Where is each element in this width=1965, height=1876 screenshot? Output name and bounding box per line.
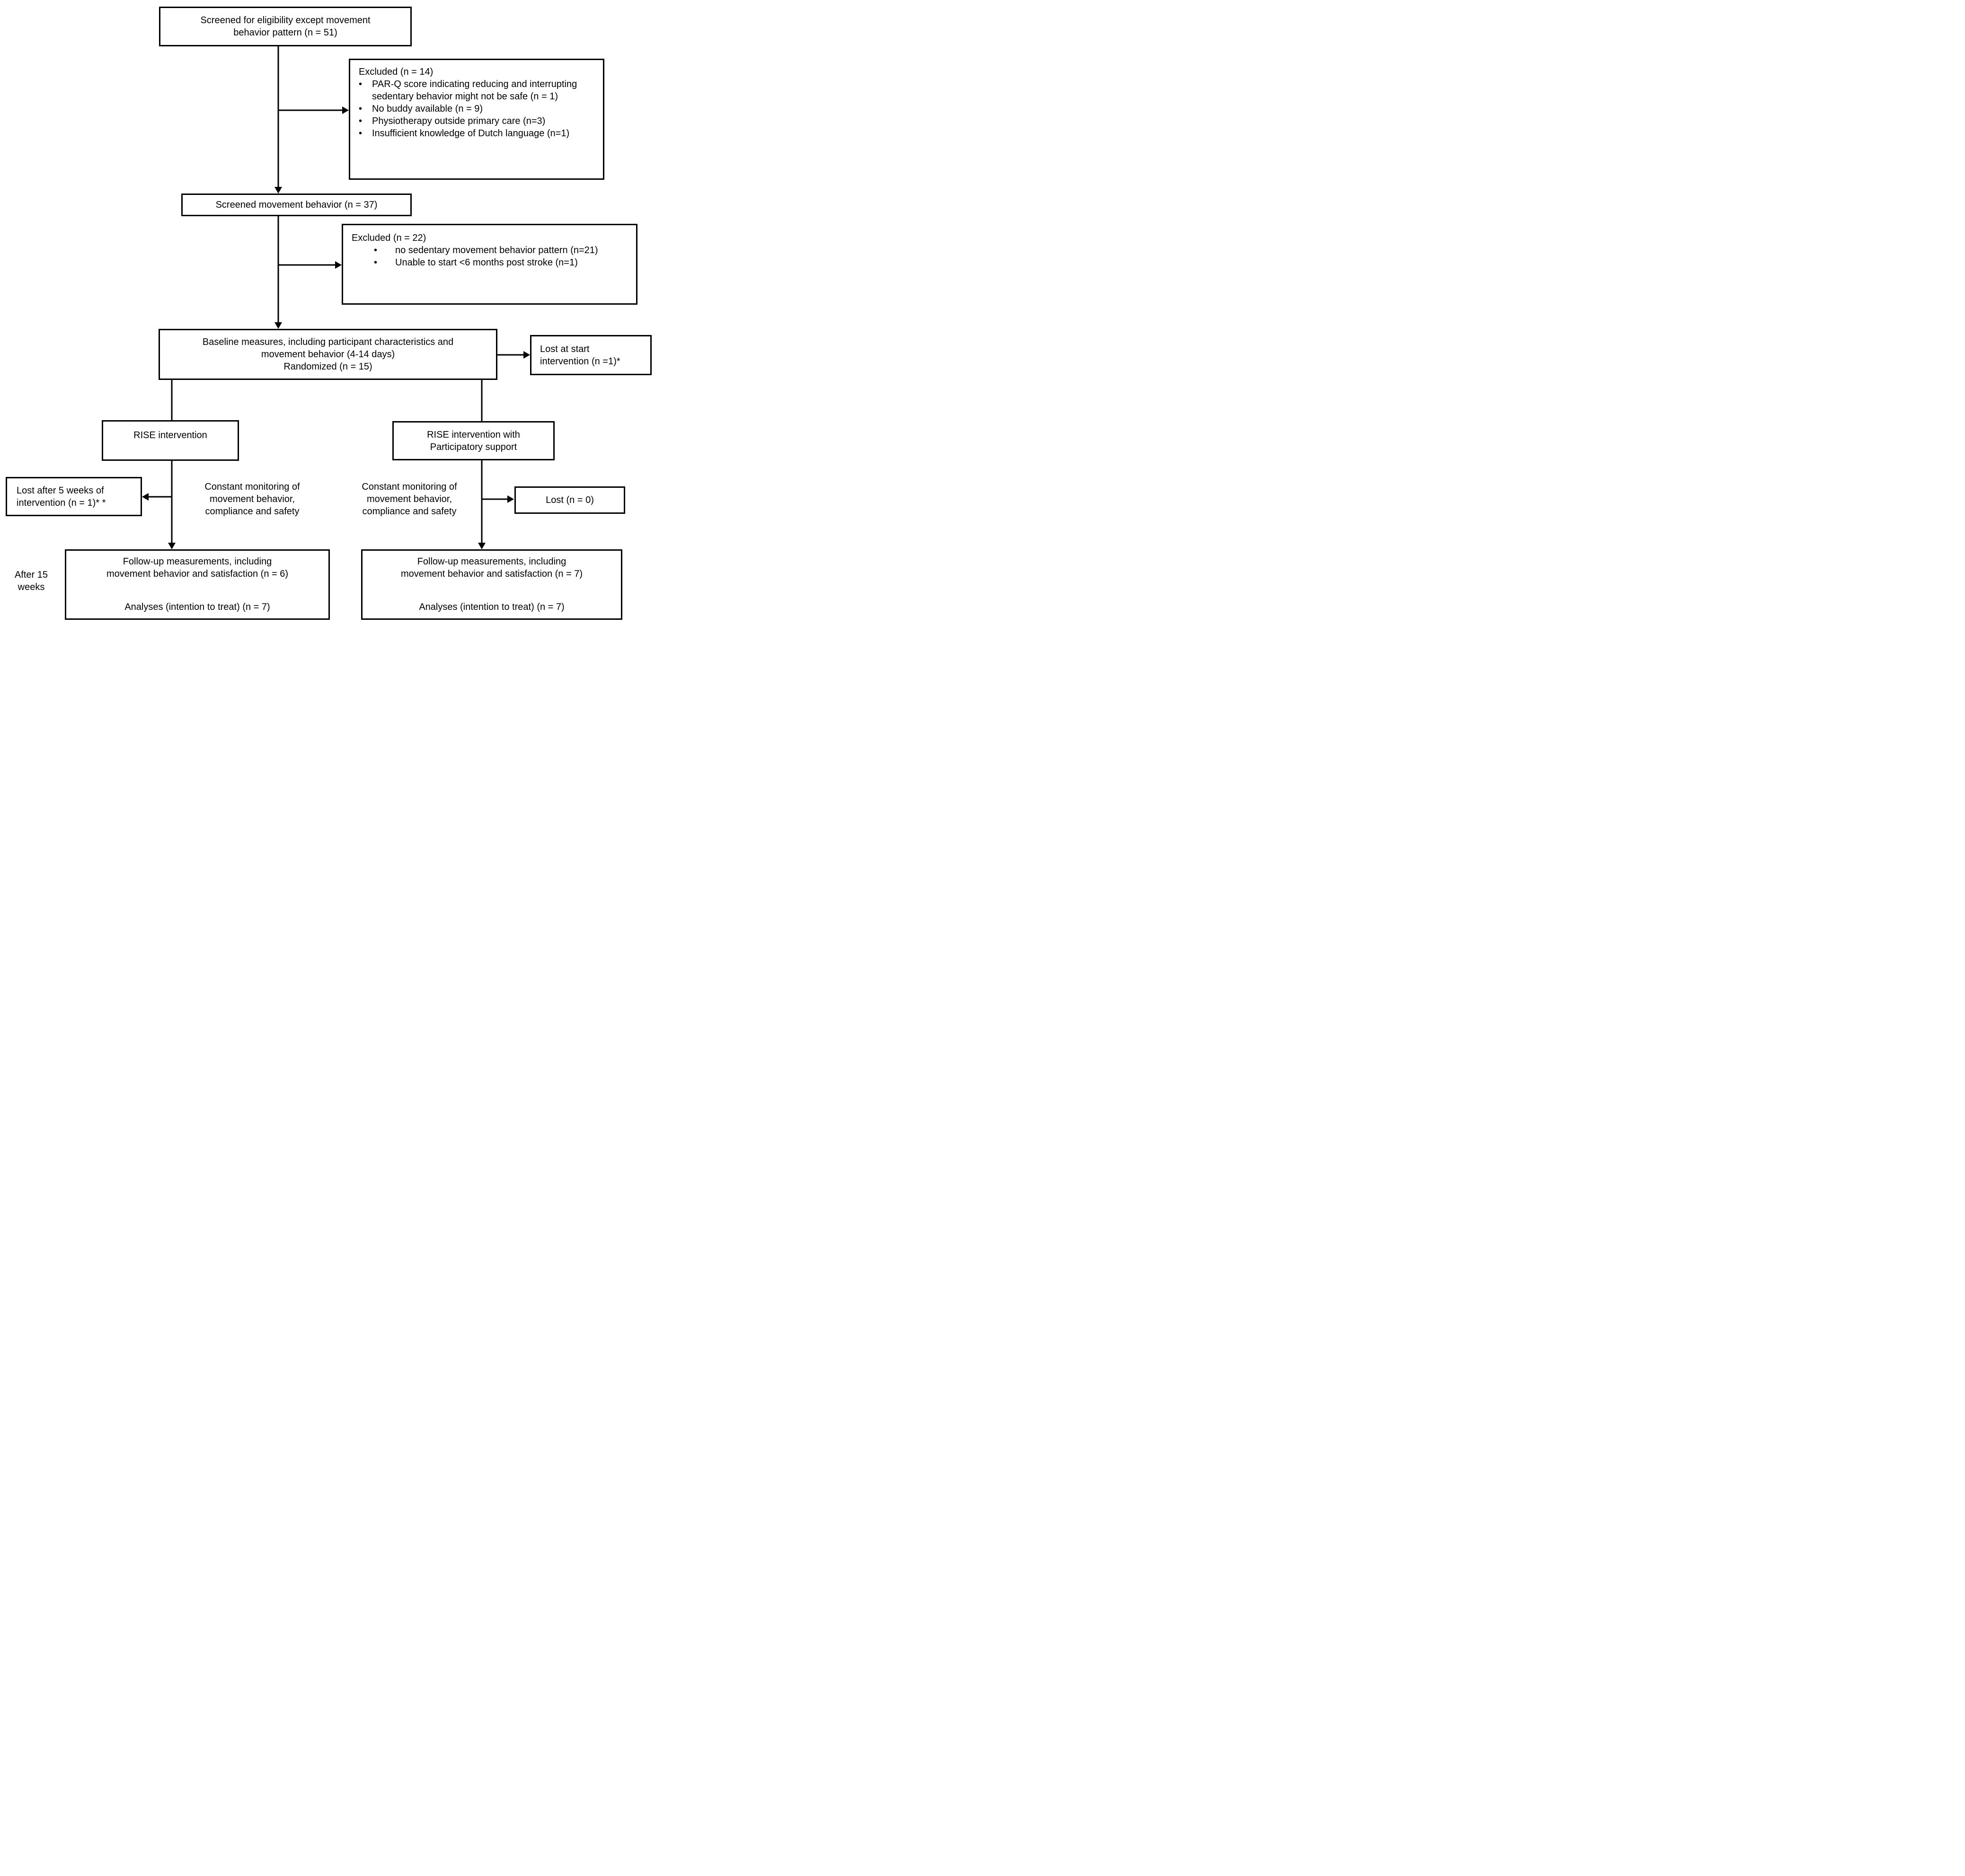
excluded-1-bullet: PAR-Q score indicating reducing and inte… xyxy=(372,79,577,102)
arrowhead-left-lost-5-weeks xyxy=(142,493,149,501)
label-monitoring-right: Constant monitoring of movement behavior… xyxy=(346,481,472,518)
box-screened-eligibility: Screened for eligibility except movement… xyxy=(159,7,412,46)
bullet-icon: • xyxy=(374,245,378,255)
box-text-line: behavior pattern (n = 51) xyxy=(233,27,337,38)
excluded-1-bullet: No buddy available (n = 9) xyxy=(372,104,483,114)
list-item: • Insufficient knowledge of Dutch langua… xyxy=(359,127,596,140)
label-line: Constant monitoring of xyxy=(362,482,457,492)
arrowhead-right-lost-at-start xyxy=(523,351,530,359)
box-text-block: Follow-up measurements, including moveme… xyxy=(401,555,583,580)
box-text-line: Lost after 5 weeks of xyxy=(17,485,104,496)
excluded-1-bullet: Insufficient knowledge of Dutch language… xyxy=(372,128,570,139)
box-excluded-1: Excluded (n = 14) • PAR-Q score indicati… xyxy=(349,59,604,180)
box-screened-movement: Screened movement behavior (n = 37) xyxy=(181,194,412,216)
arrowhead-right-lost-zero xyxy=(507,495,514,503)
label-line: Constant monitoring of xyxy=(204,482,300,492)
list-item: • no sedentary movement behavior pattern… xyxy=(374,244,629,256)
analyses-line: Analyses (intention to treat) (n = 7) xyxy=(419,602,565,612)
arrowhead-down-followup-left xyxy=(168,543,176,549)
arrowhead-right-excluded2 xyxy=(335,261,342,269)
label-line: movement behavior, xyxy=(209,494,295,504)
bullet-icon: • xyxy=(359,128,363,139)
box-text-line: Participatory support xyxy=(430,441,517,452)
box-text-line: Follow-up measurements, including xyxy=(123,556,272,567)
box-lost-at-start: Lost at start intervention (n =1)* xyxy=(530,335,652,375)
list-item: • PAR-Q score indicating reducing and in… xyxy=(359,78,596,103)
box-text-line: Baseline measures, including participant… xyxy=(202,337,454,347)
arrowhead-down-followup-right xyxy=(478,543,486,549)
bullet-icon: • xyxy=(359,116,363,126)
box-text-line: intervention (n = 1)* * xyxy=(17,497,106,508)
box-followup-right: Follow-up measurements, including moveme… xyxy=(361,549,622,620)
label-line: weeks xyxy=(18,582,45,592)
arrowhead-right-excluded1 xyxy=(342,106,349,114)
label-line: movement behavior, xyxy=(366,494,452,504)
box-excluded-2: Excluded (n = 22) • no sedentary movemen… xyxy=(342,224,637,305)
excluded-1-title: Excluded (n = 14) xyxy=(359,67,434,77)
bullet-icon: • xyxy=(359,79,363,89)
box-text-line: Lost at start xyxy=(540,343,590,354)
box-followup-left: Follow-up measurements, including moveme… xyxy=(65,549,330,620)
box-lost-after-5-weeks: Lost after 5 weeks of intervention (n = … xyxy=(6,477,142,516)
box-text-line: Lost (n = 0) xyxy=(546,495,594,505)
label-line: compliance and safety xyxy=(205,506,300,517)
excluded-2-bullet: no sedentary movement behavior pattern (… xyxy=(395,245,598,255)
label-line: compliance and safety xyxy=(362,506,457,517)
bullet-icon: • xyxy=(359,104,363,114)
box-text-line: intervention (n =1)* xyxy=(540,356,620,367)
box-text-line: RISE intervention xyxy=(133,430,207,440)
box-text-line: Screened movement behavior (n = 37) xyxy=(215,200,378,210)
box-text-line: Randomized (n = 15) xyxy=(283,361,372,372)
box-text-line: Follow-up measurements, including xyxy=(417,556,566,567)
arrowhead-down-screened xyxy=(274,187,282,194)
arrowhead-down-baseline xyxy=(274,322,282,329)
flow-diagram: Screened for eligibility except movement… xyxy=(0,0,655,625)
label-after-15-weeks: After 15 weeks xyxy=(5,569,58,593)
box-text-line: movement behavior and satisfaction (n = … xyxy=(400,569,583,579)
bullet-icon: • xyxy=(374,257,378,268)
label-line: After 15 xyxy=(14,570,48,580)
box-text-line: RISE intervention with xyxy=(427,429,520,440)
list-item: • Unable to start <6 months post stroke … xyxy=(374,256,629,269)
excluded-1-bullet: Physiotherapy outside primary care (n=3) xyxy=(372,116,546,126)
box-rise-intervention: RISE intervention xyxy=(102,420,239,461)
box-lost-zero: Lost (n = 0) xyxy=(514,486,625,514)
box-text-line: movement behavior and satisfaction (n = … xyxy=(106,569,289,579)
box-baseline-randomized: Baseline measures, including participant… xyxy=(159,329,497,380)
list-item: • No buddy available (n = 9) xyxy=(359,103,596,115)
box-text-line: movement behavior (4-14 days) xyxy=(261,349,395,360)
label-monitoring-left: Constant monitoring of movement behavior… xyxy=(189,481,315,518)
list-item: • Physiotherapy outside primary care (n=… xyxy=(359,115,596,127)
box-text-line: Screened for eligibility except movement xyxy=(200,15,371,26)
box-text-block: Follow-up measurements, including moveme… xyxy=(106,555,288,580)
box-rise-participatory: RISE intervention with Participatory sup… xyxy=(392,421,555,460)
excluded-2-title: Excluded (n = 22) xyxy=(352,233,426,243)
excluded-2-bullet: Unable to start <6 months post stroke (n… xyxy=(395,257,578,268)
analyses-line: Analyses (intention to treat) (n = 7) xyxy=(124,602,270,612)
